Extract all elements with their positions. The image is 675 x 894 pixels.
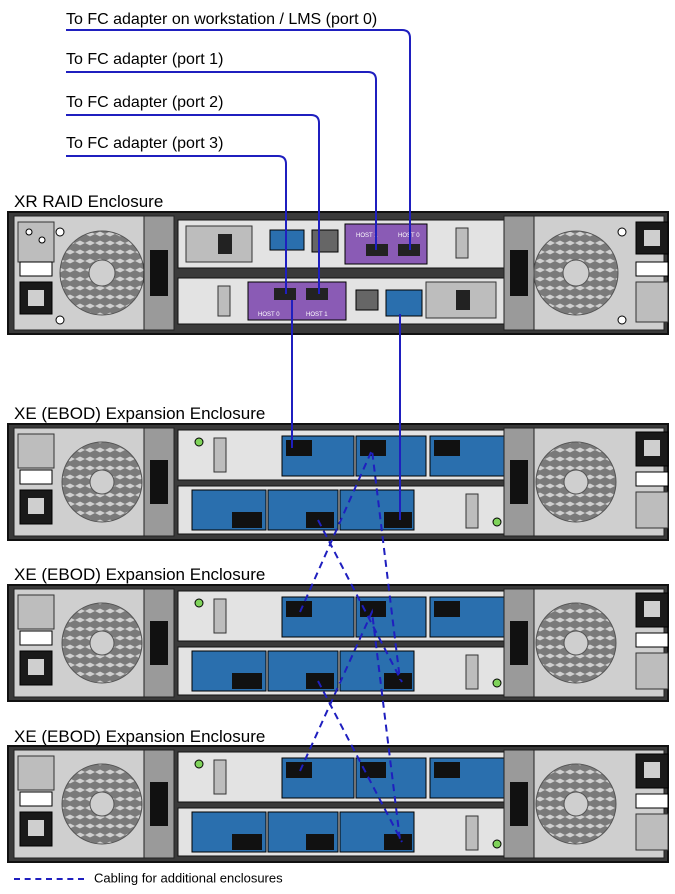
cable-label-port2: To FC adapter (port 2) — [66, 94, 224, 111]
cable-port2 — [66, 114, 320, 294]
expansion-1-title: XE (EBOD) Expansion Enclosure — [14, 404, 266, 423]
expansion-enclosure-3 — [7, 745, 669, 863]
raid-host-label-bottom-1: HOST 1 — [306, 312, 328, 318]
raid-psu-right — [533, 215, 669, 331]
raid-enclosure-title: XR RAID Enclosure — [14, 192, 164, 211]
raid-psu-left — [13, 215, 145, 331]
expansion-dashed-cables — [299, 446, 403, 843]
cable-port1 — [66, 71, 377, 250]
raid-host-label-top-1: HOST 1 — [356, 233, 378, 239]
dashed-cable-2 — [317, 519, 403, 683]
legend-dashed-line — [14, 877, 84, 880]
dashed-cable-4 — [317, 680, 403, 843]
raid-host-label-bottom-0: HOST 0 — [258, 312, 280, 318]
expansion-2-title: XE (EBOD) Expansion Enclosure — [14, 565, 266, 584]
raid-controller-top: HOST 1 HOST 0 — [177, 219, 513, 269]
cable-port3 — [66, 155, 287, 294]
legend-text: Cabling for additional enclosures — [94, 870, 283, 886]
cable-label-port1: To FC adapter (port 1) — [66, 51, 224, 68]
raid-controller-bottom: HOST 0 HOST 1 — [177, 277, 513, 325]
dashed-cable-3 — [299, 608, 401, 841]
fc-cables — [66, 29, 411, 520]
expansion-3-title: XE (EBOD) Expansion Enclosure — [14, 727, 266, 746]
cable-port0 — [66, 29, 411, 250]
legend: Cabling for additional enclosures — [14, 870, 283, 887]
cable-label-port0: To FC adapter on workstation / LMS (port… — [66, 11, 378, 28]
raid-enclosure: HOST 1 HOST 0 HOST 0 HOST 1 — [7, 211, 669, 335]
expansion-enclosure-2 — [7, 584, 669, 702]
expansion-enclosure-1 — [7, 423, 669, 541]
cable-label-port3: To FC adapter (port 3) — [66, 135, 224, 152]
